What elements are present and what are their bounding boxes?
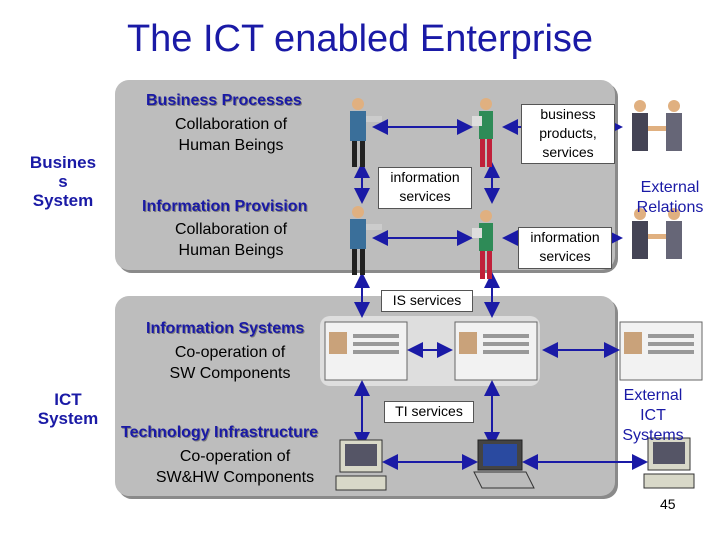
ti-services-box: TI services	[384, 401, 474, 423]
screen-icon-1	[324, 321, 408, 381]
external-relations-label: External Relations	[636, 179, 704, 216]
business-processes-heading: Business Processes	[146, 92, 302, 109]
computer-icon-1	[335, 439, 387, 491]
page-title: The ICT enabled Enterprise	[126, 18, 594, 60]
technology-infrastructure-heading: Technology Infrastructure	[121, 424, 319, 441]
information-systems-desc: Co-operation of SW Components	[169, 344, 291, 382]
information-provision-desc: Collaboration of Human Beings	[174, 221, 288, 259]
information-provision-heading: Information Provision	[142, 198, 308, 215]
business-products-box: business products, services	[521, 104, 615, 164]
page-number: 45	[660, 496, 676, 512]
person-icon-1	[350, 98, 382, 167]
computer-icon-2	[643, 437, 695, 489]
person-icon-3	[350, 206, 382, 275]
handshake-icon-2	[632, 208, 682, 259]
ict-system-label: ICT System	[37, 390, 99, 428]
is-services-box: IS services	[381, 290, 473, 312]
information-services-box-1: information services	[378, 167, 472, 209]
screen-icon-2	[454, 321, 538, 381]
information-systems-heading: Information Systems	[146, 320, 305, 337]
information-services-box-2: information services	[518, 227, 612, 269]
handshake-icon-1	[632, 100, 682, 151]
business-processes-desc: Collaboration of Human Beings	[174, 116, 288, 154]
person-icon-4	[472, 210, 493, 279]
laptop-icon	[473, 439, 535, 489]
business-system-label: Busines s System	[29, 153, 97, 210]
external-ict-systems-label: External ICT Systems	[622, 387, 684, 444]
screen-icon-3	[619, 321, 703, 381]
technology-infrastructure-desc: Co-operation of SW&HW Components	[155, 448, 315, 486]
person-icon-2	[472, 98, 493, 167]
